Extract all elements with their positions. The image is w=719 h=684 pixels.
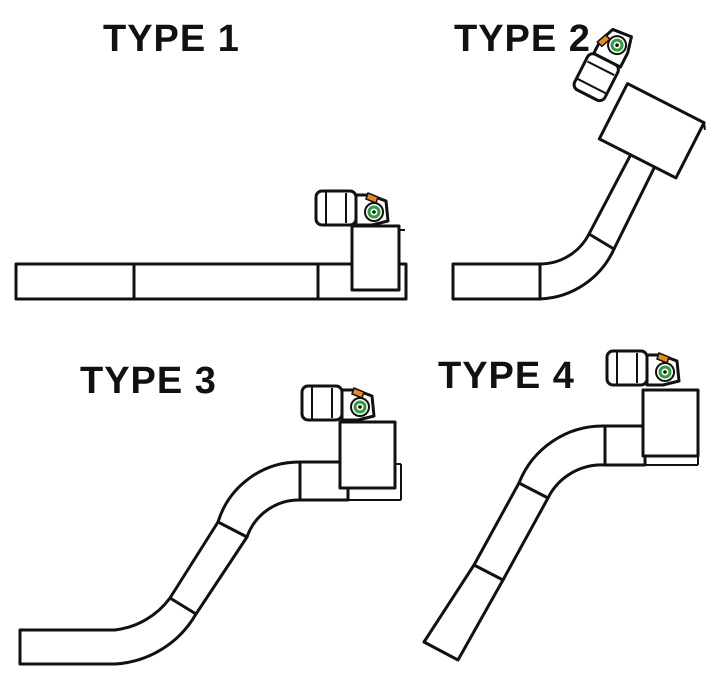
type-4-label: TYPE 4	[438, 355, 575, 397]
type-2-conveyor	[451, 21, 706, 301]
type-3-label: TYPE 3	[80, 360, 217, 402]
gear-motor-icon	[314, 189, 390, 227]
type-2-label: TYPE 2	[454, 18, 591, 60]
gear-motor-icon	[300, 384, 376, 422]
type-3-conveyor	[18, 384, 402, 666]
gear-motor-icon	[605, 349, 681, 387]
type-1-conveyor	[14, 189, 408, 301]
type-4-conveyor	[422, 349, 700, 662]
type-1-label: TYPE 1	[103, 18, 240, 60]
